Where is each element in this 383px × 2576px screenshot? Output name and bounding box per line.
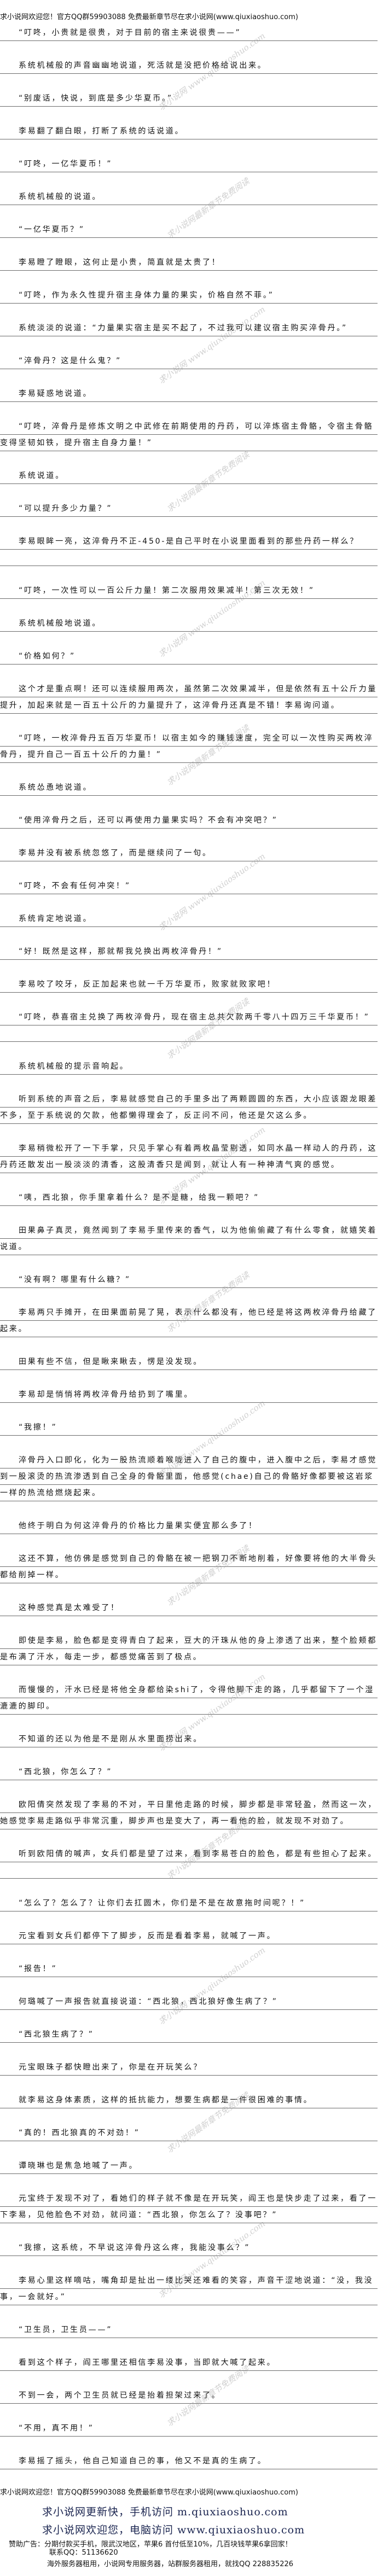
paragraph: 系统机械般地说道。: [0, 615, 378, 632]
paragraph: 李易心里这样嘀咕，嘴角却是扯出一缕比哭还难看的笑容，声音干涩地说道：“没，我没事…: [0, 2272, 378, 2305]
paragraph: 田果鼻子真灵，竟然闻到了李易手里传来的香气，以为他偷偷藏了有什么零食，就嬉笑着说…: [0, 1222, 378, 1255]
paragraph: “不用，真不用！”: [0, 2420, 378, 2437]
paragraph: 系统机械般的声音幽幽地说道，死活就是没把价格给说出来。: [0, 57, 378, 74]
paragraph: 不知道的还以为他是不是刚从水里面捞出来。: [0, 1731, 378, 1747]
paragraph: 李易眼眸一亮，这淬骨丹不正-450-是自己平时在小说里面看到的那些丹药一样么？: [0, 533, 378, 566]
sponsor-ad[interactable]: 赞助广告：分期付款买手机，限武汉地区，苹果6 首付低至10%，几百块钱苹果6拿回…: [9, 2540, 292, 2549]
paragraph: “真的！西北狼真的不对劲！”: [0, 2125, 378, 2141]
paragraph: “没有啊？哪里有什么糖？”: [0, 1272, 378, 1288]
paragraph: 系统说道。: [0, 468, 378, 484]
paragraph: 系统机械般的提示音响起。: [0, 1058, 378, 1075]
sponsor-contact: 联系QQ：51136620: [49, 2549, 118, 2557]
paragraph: 田果有些不信，但是瞅来瞅去，愣是没发现。: [0, 1354, 378, 1370]
paragraph: 即使是李易，脸色都是变得青白了起来，豆大的汗珠从他的身上渗透了出来，整个脸颊都是…: [0, 1633, 378, 1665]
paragraph: “叮咚，一次性可以一百公斤力量！第二次服用效果减半！第三次无效！”: [0, 582, 378, 599]
paragraph: “淬骨丹？这是什么鬼？”: [0, 353, 378, 369]
paragraph: 就李易这身体素质，这样的抵抗能力，想要生病都是一件很困难的事情。: [0, 2092, 378, 2108]
paragraph: “我擦！”: [0, 1419, 378, 1436]
paragraph: “叮咚，不会有任何冲突！”: [0, 878, 378, 894]
paragraph: “我擦，这系统，不早说这淬骨丹这么疼，我能没事么？”: [0, 2240, 378, 2256]
paragraph: “一亿华夏币？”: [0, 222, 378, 238]
paragraph: 李易稍微松开了一下手掌，只见手掌心有着两枚晶莹剔透，如同水晶一样动人的丹药，这丹…: [0, 1140, 378, 1173]
paragraph: 李易疑惑地说道。: [0, 386, 378, 402]
paragraph: “西北狼，你怎么了？”: [0, 1764, 378, 1780]
paragraph: “叮咚，一亿华夏币！”: [0, 156, 378, 172]
paragraph: “叮咚，一枚淬骨丹五百万华夏币！以宿主如今的赚钱速度，完全可以一次性购买两枚淬骨…: [0, 730, 378, 763]
paragraph: 李易却是悄悄将两枚淬骨丹给扔到了嘴里。: [0, 1386, 378, 1403]
paragraph: “报告！”: [0, 1961, 378, 1977]
paragraph: “卫生员，卫生员——”: [0, 2322, 378, 2338]
paragraph: 听到欧阳倩的喊声，女兵们都是望了过来，看到李易苍白的脸色，都是有些担心了起来。: [0, 1846, 378, 1879]
paragraph: 谭晓琳也是焦急地喊了一声。: [0, 2158, 378, 2174]
desktop-access-link[interactable]: 求小说网欢迎您，电脑访问 www.qiuxiaoshuo.com: [42, 2524, 305, 2536]
paragraph: 系统机械般的说道。: [0, 189, 378, 205]
paragraph: 欧阳倩突然发现了李易的不对，平日里他走路的时候，脚步都是非常轻盈，然而这一次，她…: [0, 1797, 378, 1829]
paragraph: “叮咚，作为永久性提升宿主身体力量的果实，价格自然不菲。”: [0, 287, 378, 304]
paragraph: “西北狼生病了？”: [0, 2026, 378, 2043]
paragraph: 李易瞪了瞪眼，这何止是小贵，简直就是太贵了！: [0, 254, 378, 271]
paragraph: 听到系统的声音之后，李易就感觉自己的手里多出了两颗圆圆的东西，大小应该跟龙眼差不…: [0, 1091, 378, 1124]
site-banner-top: 求小说网欢迎您！官方QQ群59903088 免费最新章节尽在求小说网(www.q…: [0, 13, 298, 21]
mobile-access-link[interactable]: 求小说网更新快，手机访问 m.qiuxiaoshuo.com: [42, 2506, 288, 2518]
chapter-content: “叮咚，小贵就是很贵，对于目前的宿主来说很贵——” 系统机械般的声音幽幽地说道，死…: [0, 25, 378, 2486]
paragraph: 李易并没有被系统忽悠了，而是继续问了一句。: [0, 845, 378, 861]
paragraph: 不到一会，两个卫生员就已经是抬着担架过来了。: [0, 2387, 378, 2404]
paragraph: 元宝看到女兵们都停下了脚步，反而是看着李易，就喊了一声。: [0, 1928, 378, 1944]
paragraph: 看到这个样子，阎王哪里还相信李易没事，当即就大喊了起来。: [0, 2354, 378, 2371]
paragraph: 而慢慢的，汗水已经是将他全身都给染shi了，令得他脚下走的路，几乎都留下了一个湿…: [0, 1682, 378, 1715]
paragraph: 元宝眼珠子都快瞪出来了，你是在开玩笑么？: [0, 2059, 378, 2076]
site-banner-bottom: 求小说网欢迎您！官方QQ群59903088 免费最新章节尽在求小说网(www.q…: [0, 2488, 298, 2497]
paragraph: “好！既然是这样，那就帮我兑换出两枚淬骨丹！”: [0, 943, 378, 960]
paragraph: “使用淬骨丹之后，还可以再使用力量果实吗？不会有冲突吧？”: [0, 812, 378, 829]
paragraph: 淬骨丹入口即化，化为一股热流顺着喉咙进入了自己的腹中，进入腹中之后，李易才感觉到…: [0, 1452, 378, 1501]
paragraph: 元宝终于发现不对了，看她们的样子就不像是在开玩笑，阎王也是快步走了过来，看了一下…: [0, 2190, 378, 2223]
paragraph: 系统淡淡的说道：“力量果实宿主是买不起了，不过我可以建议宿主购买淬骨丹。”: [0, 320, 378, 336]
paragraph: 他终于明白为何这淬骨丹的价格比力量果实便宜那么多了！: [0, 1518, 378, 1534]
paragraph: 何璐喊了一声报告就直接说道：“西北狼，西北狼好像生病了？”: [0, 1994, 378, 2010]
paragraph: 系统怂恿地说道。: [0, 779, 378, 796]
paragraph: 这个才是重点啊！还可以连续服用两次，虽然第二次效果减半，但是依然有五十公斤力量提…: [0, 681, 378, 714]
paragraph: “叮咚，小贵就是很贵，对于目前的宿主来说很贵——”: [0, 25, 378, 41]
paragraph: “别废话，快说，到底是多少华夏币。”: [0, 90, 378, 107]
paragraph: 系统肯定地说道。: [0, 911, 378, 927]
paragraph: “咦，西北狼，你手里拿着什么？是不是糖，给我一颗吧？”: [0, 1190, 378, 1206]
paragraph: “可以提升多少力量？”: [0, 500, 378, 517]
paragraph: 李易摇了摇头，他自己知道自己的事，他又不是真的生病了。: [0, 2453, 378, 2469]
paragraph: 这种感觉真是太难受了！: [0, 1600, 378, 1616]
paragraph: “叮咚，淬骨丹是修炼文明之中武修在前期使用的丹药，可以淬炼宿主骨骼，令宿主骨骼变…: [0, 418, 378, 451]
paragraph: 李易翻了翻白眼，打断了系统的话说道。: [0, 123, 378, 139]
paragraph: 李易两只手摊开，在田果面前晃了晃，表示什么都没有，他已经是将这两枚淬骨丹给藏了起…: [0, 1304, 378, 1337]
paragraph: 李易咬了咬牙，反正加起来也就一千万华夏币，败家就败家吧！: [0, 976, 378, 993]
paragraph: “怎么了？怎么了？让你们去扛圆木，你们是不是在故意拖时间呢？！”: [0, 1895, 378, 1911]
paragraph: “叮咚，恭喜宿主兑换了两枚淬骨丹，现在宿主总共欠款两千零八十四万三千华夏币！”: [0, 1009, 378, 1042]
paragraph: 这还不算，他仿佛是感觉到自己的骨骼在被一把钢刀不断地削着，好像要将他的大半骨头都…: [0, 1551, 378, 1583]
paragraph: “价格如何？”: [0, 648, 378, 665]
server-ad[interactable]: 海外服务器租用，小说网专用服务器，站群服务器租用，就找QQ 228835226: [47, 2560, 294, 2568]
